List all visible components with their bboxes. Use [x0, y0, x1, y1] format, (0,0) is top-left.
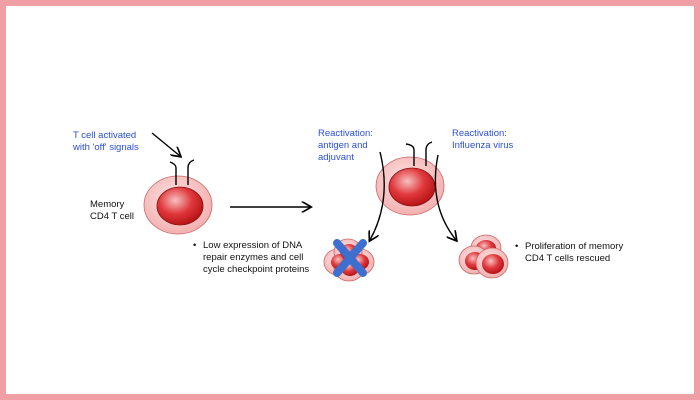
- tcr-receptor-left: [169, 159, 195, 185]
- reactivation-antigen-label-1: Reactivation:: [318, 128, 373, 139]
- cross-mark-icon: [333, 239, 367, 277]
- reactivated-t-cell: [375, 156, 445, 216]
- proliferation-label-2: CD4 T cells rescued: [525, 253, 611, 264]
- low-expression-label-2: repair enzymes and cell: [203, 252, 304, 263]
- t-cell-activated-label-2: with 'off' signals: [73, 142, 139, 153]
- proliferation-label-1: Proliferation of memory: [515, 241, 623, 253]
- influenza-arrow: [434, 154, 456, 240]
- memory-cell-label-1: Memory: [90, 199, 125, 210]
- antigen-arrow: [370, 151, 385, 240]
- low-expression-label-1: Low expression of DNA: [193, 240, 302, 252]
- off-signal-arrow: [151, 132, 180, 156]
- memory-cell-label-2: CD4 T cell: [90, 211, 134, 222]
- reactivation-antigen-label-2: antigen and: [318, 140, 368, 151]
- reactivation-antigen-label-3: adjuvant: [318, 152, 354, 163]
- reactivation-flu-label-2: Influenza virus: [452, 140, 514, 151]
- tcr-receptor-middle: [405, 141, 433, 166]
- reactivation-flu-label-1: Reactivation:: [452, 128, 507, 139]
- memory-t-cell: [143, 175, 213, 235]
- t-cell-activated-label-1: T cell activated: [73, 130, 137, 141]
- low-expression-label-3: cycle checkpoint proteins: [203, 264, 310, 275]
- proliferating-cell-cluster: [458, 234, 509, 279]
